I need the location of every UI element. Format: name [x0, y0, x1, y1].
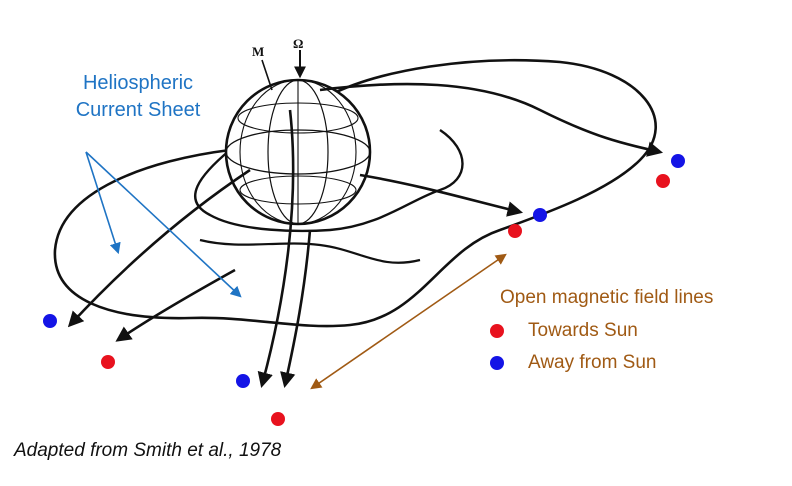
field-line-upper-right — [320, 84, 660, 152]
legend-away-dot — [490, 356, 504, 370]
legend-title: Open magnetic field lines — [500, 287, 713, 309]
legend-towards-dot — [490, 324, 504, 338]
magnetic-axis-line — [262, 60, 272, 90]
legend-towards-label: Towards Sun — [528, 320, 638, 342]
field-line-left-upper — [70, 170, 250, 325]
dot-towards-upper-right — [656, 174, 670, 188]
dot-towards-left — [101, 355, 115, 369]
legend-row-away: Away from Sun — [490, 352, 656, 374]
magnetic-axis-label: M — [252, 44, 264, 59]
legend-away-label: Away from Sun — [528, 352, 656, 374]
dot-away-left — [43, 314, 57, 328]
legend-pointer-arrow — [312, 255, 505, 388]
dot-away-upper-right — [671, 154, 685, 168]
dot-towards-mid-right — [508, 224, 522, 238]
hcs-label-line2: Current Sheet — [68, 97, 208, 124]
dot-away-bottom — [236, 374, 250, 388]
hcs-label-line1: Heliospheric — [68, 70, 208, 97]
field-line-left-lower — [118, 270, 235, 340]
rotation-axis-label: Ω — [293, 36, 303, 51]
dot-towards-bottom — [271, 412, 285, 426]
source-caption: Adapted from Smith et al., 1978 — [14, 440, 281, 462]
legend-row-towards: Towards Sun — [490, 320, 638, 342]
sun-sphere — [226, 80, 370, 224]
dot-away-mid-right — [533, 208, 547, 222]
field-line-mid-right — [360, 175, 520, 212]
hcs-label: Heliospheric Current Sheet — [68, 70, 208, 124]
